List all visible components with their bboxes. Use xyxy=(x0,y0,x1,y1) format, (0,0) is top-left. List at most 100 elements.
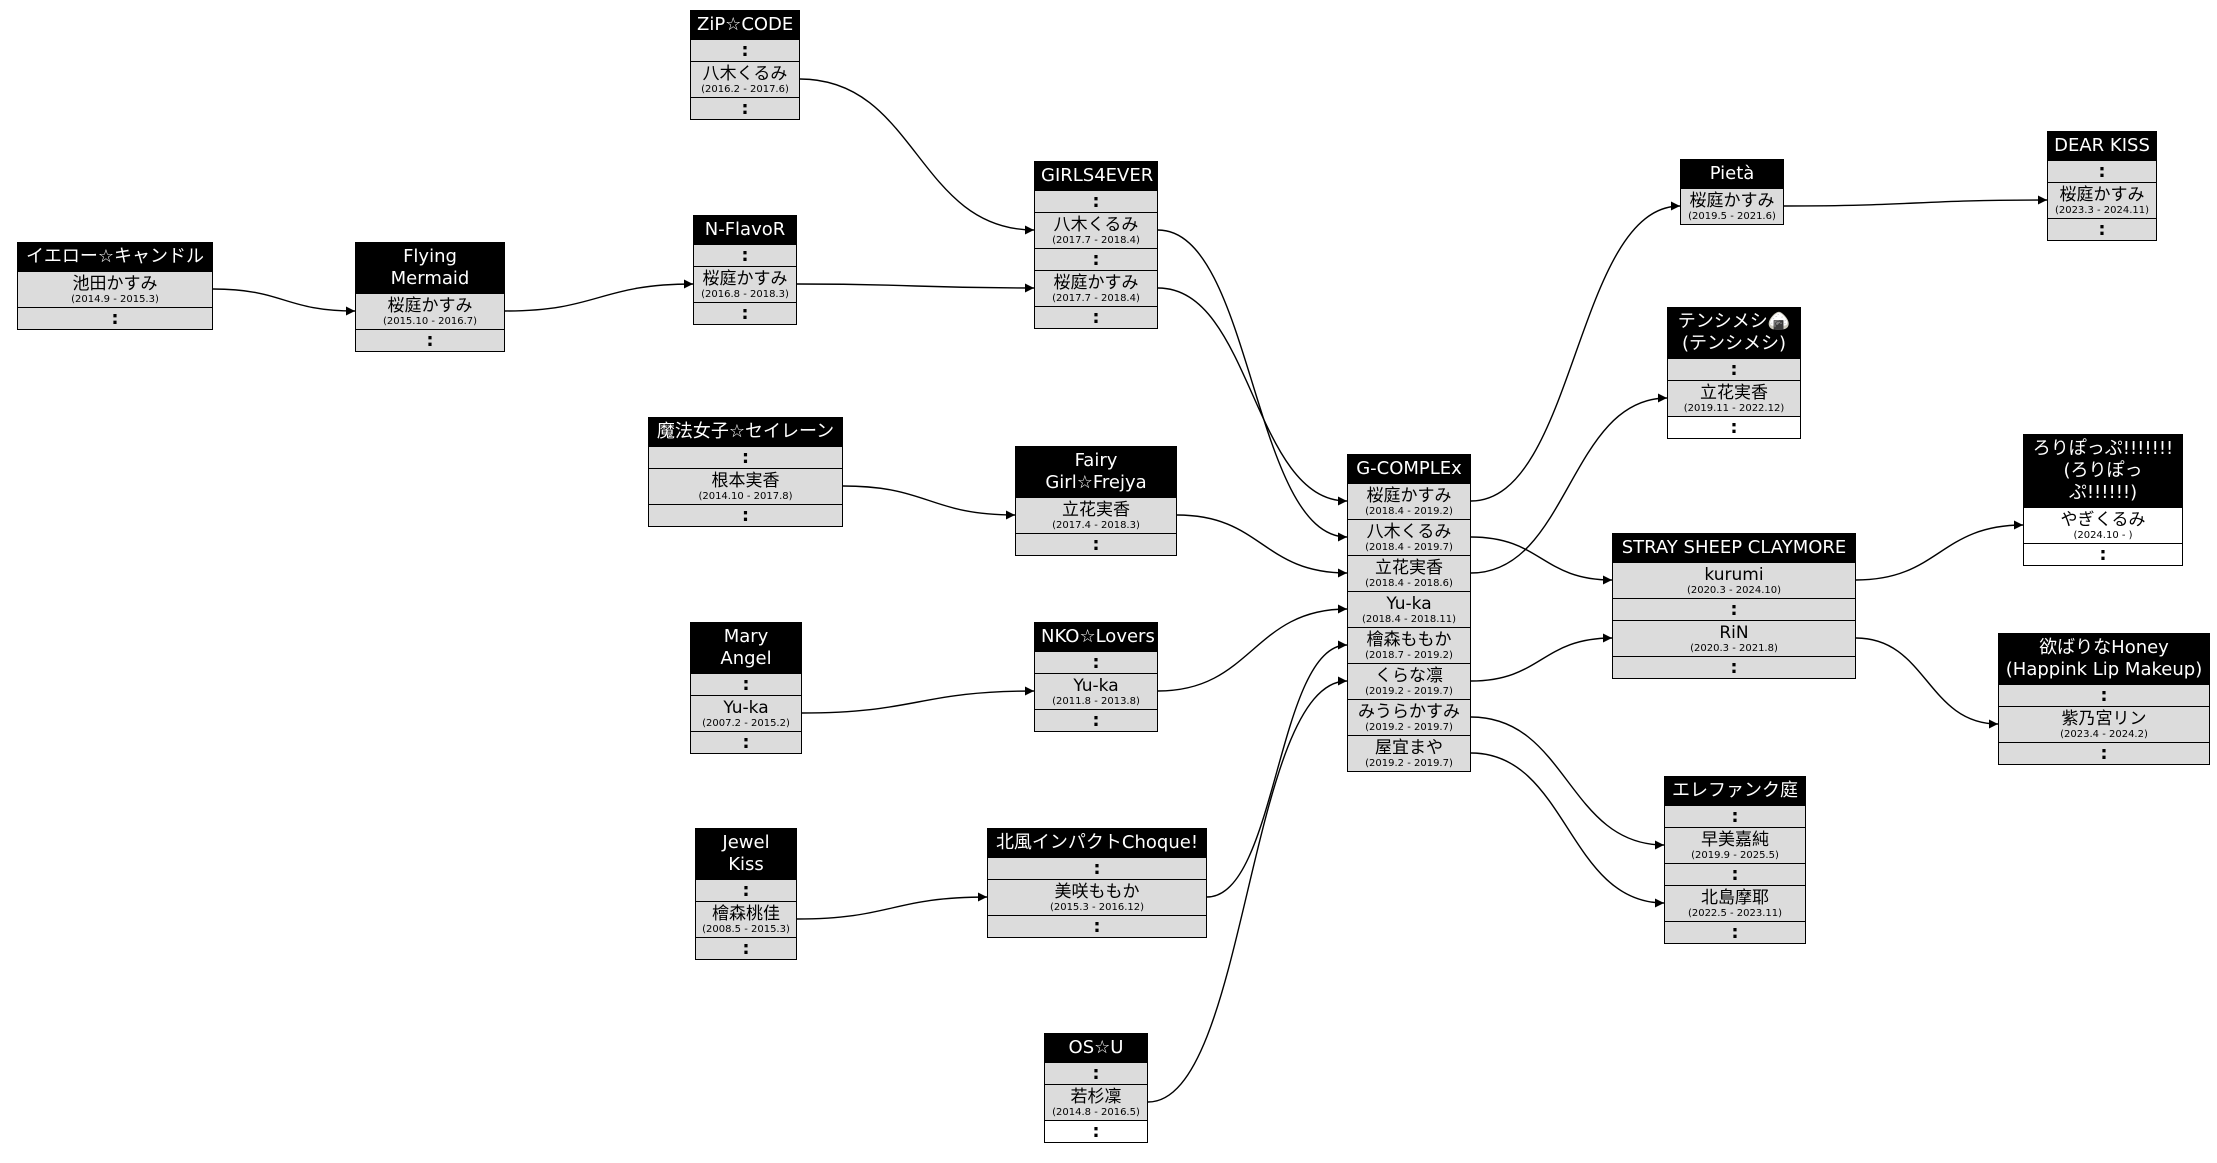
member-name: 桜庭かすみ xyxy=(1689,191,1775,211)
group-title: 欲ばりなHoney (Happink Lip Makeup) xyxy=(1999,634,2209,684)
member-name: やぎくるみ xyxy=(2060,510,2146,530)
member-period: (2019.2 - 2019.7) xyxy=(1365,686,1453,697)
group-title: ろりぽっぷ!!!!!!! (ろりぽっぷ!!!!!!) xyxy=(2024,435,2182,507)
ellipsis-row: : xyxy=(1613,656,1855,678)
transfer-edge-4 xyxy=(1157,229,1348,542)
member-row: 八木くるみ(2018.4 - 2019.7) xyxy=(1348,519,1470,555)
member-name: Yu-ka xyxy=(723,698,769,718)
member-row: 桜庭かすみ(2017.7 - 2018.4) xyxy=(1035,270,1157,306)
member-period: (2023.3 - 2024.11) xyxy=(2054,205,2150,216)
member-period: (2015.3 - 2016.12) xyxy=(1049,902,1145,913)
transfer-edge-17 xyxy=(1470,633,1613,682)
member-period: (2020.3 - 2024.10) xyxy=(1686,585,1782,596)
member-period: (2018.4 - 2019.7) xyxy=(1365,542,1453,553)
member-period: (2014.9 - 2015.3) xyxy=(71,294,159,305)
member-row: Yu-ka(2018.4 - 2018.11) xyxy=(1348,591,1470,627)
member-row: 早美嘉純(2019.9 - 2025.5) xyxy=(1665,827,1805,863)
member-period: (2019.2 - 2019.7) xyxy=(1365,758,1453,769)
ellipsis-row: : xyxy=(691,39,799,61)
member-name: くらな凛 xyxy=(1375,666,1443,686)
member-period: (2014.10 - 2017.8) xyxy=(698,491,793,502)
member-period: (2018.4 - 2018.11) xyxy=(1361,614,1457,625)
group-title: テンシメシ🍙 (テンシメシ) xyxy=(1668,308,1800,358)
group-title: Jewel Kiss xyxy=(696,829,796,879)
group-node-girls4ever: GIRLS4EVER:八木くるみ(2017.7 - 2018.4):桜庭かすみ(… xyxy=(1034,161,1158,329)
ellipsis-row: : xyxy=(1035,709,1157,731)
member-period: (2015.10 - 2016.7) xyxy=(382,316,478,327)
group-title: 北風インパクトChoque! xyxy=(988,829,1206,857)
ellipsis-row: : xyxy=(1035,248,1157,270)
member-period: (2008.5 - 2015.3) xyxy=(702,924,790,935)
member-name: 屋宜まや xyxy=(1375,738,1443,758)
member-row: 桜庭かすみ(2023.3 - 2024.11) xyxy=(2048,182,2156,218)
ellipsis-row: : xyxy=(1999,742,2209,764)
transfer-edge-16 xyxy=(1470,536,1613,585)
member-period: (2007.2 - 2015.2) xyxy=(702,718,790,729)
member-row: 桜庭かすみ(2016.8 - 2018.3) xyxy=(694,266,796,302)
ellipsis-row: : xyxy=(649,446,842,468)
ellipsis-row: : xyxy=(649,504,842,526)
member-period: (2016.8 - 2018.3) xyxy=(701,289,789,300)
group-node-roripop: ろりぽっぷ!!!!!!! (ろりぽっぷ!!!!!!)やぎくるみ(2024.10 … xyxy=(2023,434,2183,566)
transfer-edge-5 xyxy=(1157,287,1348,506)
group-title: NKO☆Lovers xyxy=(1035,623,1157,651)
ellipsis-row: : xyxy=(1665,863,1805,885)
group-node-jewel: Jewel Kiss:檜森桃佳(2008.5 - 2015.3): xyxy=(695,828,797,960)
member-row: Yu-ka(2007.2 - 2015.2) xyxy=(691,695,801,731)
member-name: Yu-ka xyxy=(1386,594,1432,614)
group-title: N-FlavoR xyxy=(694,216,796,244)
member-period: (2017.7 - 2018.4) xyxy=(1052,235,1140,246)
group-node-tenshi: テンシメシ🍙 (テンシメシ):立花実香(2019.11 - 2022.12): xyxy=(1667,307,1801,439)
transfer-edge-7 xyxy=(1176,514,1348,578)
member-period: (2020.3 - 2021.8) xyxy=(1690,643,1778,654)
group-node-yellow: イエロー☆キャンドル池田かすみ(2014.9 - 2015.3): xyxy=(17,242,213,330)
member-row: みうらかすみ(2019.2 - 2019.7) xyxy=(1348,699,1470,735)
group-node-elefank: エレファンク庭:早美嘉純(2019.9 - 2025.5):北島摩耶(2022.… xyxy=(1664,776,1806,944)
transfer-edge-10 xyxy=(796,892,988,920)
member-name: 根本実香 xyxy=(711,471,780,491)
ellipsis-row: : xyxy=(1668,358,1800,380)
member-period: (2023.4 - 2024.2) xyxy=(2060,729,2148,740)
transfer-edge-6 xyxy=(842,485,1016,520)
member-name: Yu-ka xyxy=(1073,676,1119,696)
member-period: (2011.8 - 2013.8) xyxy=(1052,696,1140,707)
ellipsis-row: : xyxy=(18,307,212,329)
ellipsis-row: : xyxy=(1016,533,1176,555)
transfer-edge-18 xyxy=(1470,716,1665,850)
ellipsis-row: : xyxy=(1045,1120,1147,1142)
group-node-honey: 欲ばりなHoney (Happink Lip Makeup):紫乃宮リン(202… xyxy=(1998,633,2210,765)
member-period: (2019.5 - 2021.6) xyxy=(1688,211,1776,222)
ellipsis-row: : xyxy=(1035,190,1157,212)
ellipsis-row: : xyxy=(1045,1062,1147,1084)
member-row: 桜庭かすみ(2019.5 - 2021.6) xyxy=(1681,188,1783,224)
member-row: 紫乃宮リン(2023.4 - 2024.2) xyxy=(1999,706,2209,742)
ellipsis-row: : xyxy=(694,244,796,266)
member-period: (2019.9 - 2025.5) xyxy=(1691,850,1779,861)
member-period: (2019.2 - 2019.7) xyxy=(1365,722,1453,733)
member-row: 池田かすみ(2014.9 - 2015.3) xyxy=(18,271,212,307)
ellipsis-row: : xyxy=(696,879,796,901)
ellipsis-row: : xyxy=(2048,218,2156,240)
group-node-dearkiss: DEAR KISS:桜庭かすみ(2023.3 - 2024.11): xyxy=(2047,131,2157,241)
member-row: 桜庭かすみ(2018.4 - 2019.2) xyxy=(1348,483,1470,519)
member-name: 池田かすみ xyxy=(72,274,158,294)
member-name: 立花実香 xyxy=(1700,383,1768,403)
group-node-osu: OS☆U:若杉凜(2014.8 - 2016.5): xyxy=(1044,1033,1148,1143)
group-title: DEAR KISS xyxy=(2048,132,2156,160)
member-name: みうらかすみ xyxy=(1358,702,1460,722)
ellipsis-row: : xyxy=(694,302,796,324)
transfer-edge-3 xyxy=(796,283,1035,293)
transfer-edge-13 xyxy=(1470,201,1681,502)
group-title: STRAY SHEEP CLAYMORE xyxy=(1613,534,1855,562)
ellipsis-row: : xyxy=(2048,160,2156,182)
member-name: 桜庭かすみ xyxy=(1053,273,1139,293)
ellipsis-row: : xyxy=(2024,543,2182,565)
member-name: 桜庭かすみ xyxy=(702,269,788,289)
member-name: 檜森桃佳 xyxy=(712,904,780,924)
ellipsis-row: : xyxy=(1665,921,1805,943)
member-row: 八木くるみ(2016.2 - 2017.6) xyxy=(691,61,799,97)
